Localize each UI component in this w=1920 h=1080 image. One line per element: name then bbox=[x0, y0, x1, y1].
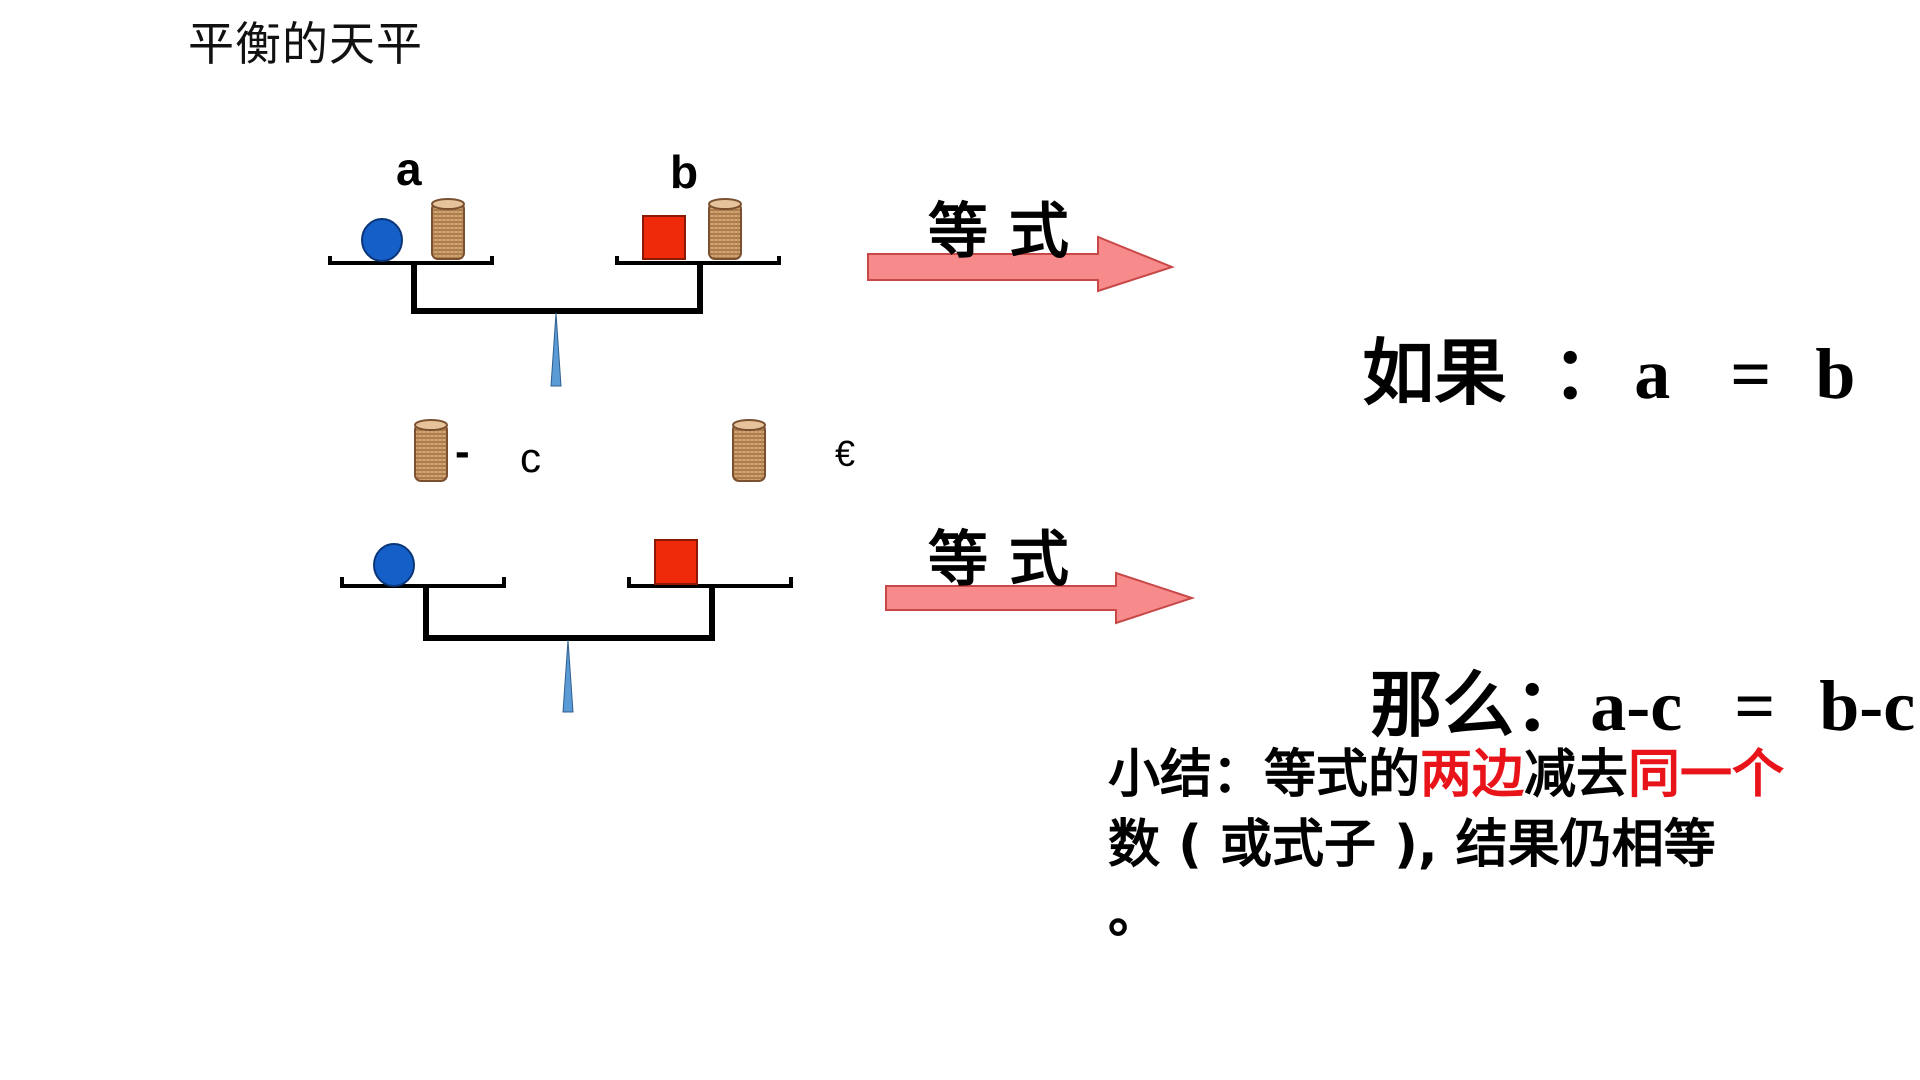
equation-then-lhs: a-c bbox=[1590, 666, 1683, 746]
top-arrow: 等 式 bbox=[867, 197, 1175, 293]
middle-row: - c € bbox=[414, 419, 855, 482]
top-box bbox=[642, 215, 686, 260]
top-right-cylinder bbox=[708, 198, 742, 260]
equation-if: 如果 ：a = b bbox=[1262, 230, 1855, 503]
equation-then: 那么：a-c = b-c bbox=[1270, 562, 1915, 835]
middle-left-cylinder bbox=[414, 419, 448, 482]
bottom-scale bbox=[340, 539, 793, 713]
bottom-arrow: 等 式 bbox=[885, 525, 1196, 625]
label-a: a bbox=[396, 143, 422, 195]
equation-then-equals: = bbox=[1734, 666, 1776, 746]
page-title: 平衡的天平 bbox=[188, 17, 423, 71]
equation-if-prefix: 如果 bbox=[1362, 331, 1507, 415]
bottom-box bbox=[654, 539, 698, 585]
bottom-beam bbox=[423, 586, 715, 641]
summary-text: 小结：等式的两边减去同一个 数 ( 或式子 ), 结果仍相等。 bbox=[1108, 740, 1808, 950]
equation-if-rhs: b bbox=[1815, 334, 1856, 414]
top-ball bbox=[361, 218, 403, 262]
summary-highlight-same: 同一个 bbox=[1628, 745, 1785, 805]
summary-part-1: 小结：等式的 bbox=[1108, 745, 1421, 805]
summary-part-3: 减去 bbox=[1524, 745, 1629, 805]
summary-period: 。 bbox=[1108, 885, 1161, 945]
equation-if-colon: ： bbox=[1552, 331, 1625, 415]
bottom-ball bbox=[373, 543, 415, 587]
top-left-pan bbox=[328, 256, 494, 265]
bottom-pointer bbox=[562, 639, 574, 713]
top-right-pan bbox=[615, 256, 781, 265]
label-c: c bbox=[520, 434, 541, 481]
equation-if-equals: = bbox=[1730, 334, 1772, 414]
bottom-arrow-label: 等 式 bbox=[928, 525, 1069, 595]
top-pointer bbox=[550, 312, 562, 387]
equation-then-rhs: b-c bbox=[1819, 666, 1916, 746]
top-arrow-label: 等 式 bbox=[928, 197, 1069, 267]
equation-then-colon: ： bbox=[1514, 663, 1587, 747]
equation-if-lhs: a bbox=[1634, 334, 1671, 414]
middle-right-cylinder bbox=[732, 419, 766, 482]
euro-label: € bbox=[835, 433, 855, 474]
minus-sign: - bbox=[455, 427, 470, 476]
top-beam bbox=[411, 263, 703, 314]
label-b: b bbox=[670, 146, 698, 198]
top-left-cylinder bbox=[431, 198, 465, 260]
bottom-right-pan bbox=[627, 577, 793, 588]
equation-then-prefix: 那么 bbox=[1370, 663, 1515, 747]
top-scale: a b bbox=[328, 143, 781, 387]
bottom-left-pan bbox=[340, 577, 506, 588]
summary-part-5: 数 ( 或式子 ), 结果仍相等 bbox=[1108, 815, 1716, 875]
summary-highlight-both-sides: 两边 bbox=[1420, 745, 1525, 805]
